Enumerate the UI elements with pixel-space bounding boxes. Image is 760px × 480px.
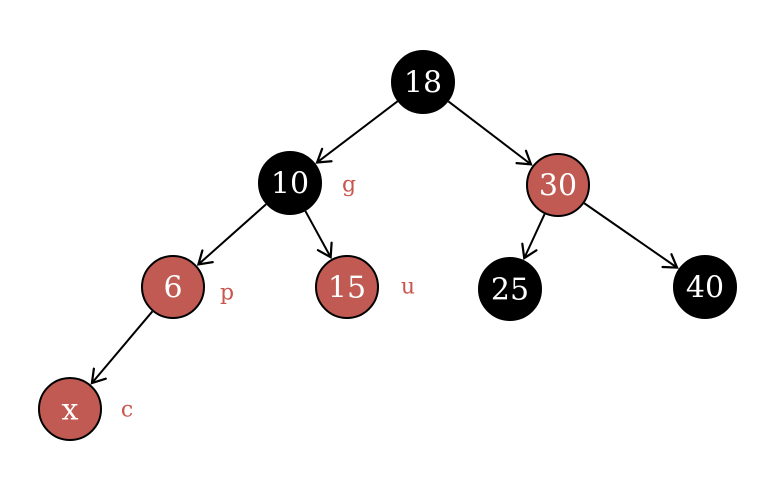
node-circle-red [141, 255, 205, 319]
node-circle-red [526, 153, 590, 217]
tree-node-15: 15 [315, 255, 379, 319]
node-value-label: 40 [686, 271, 724, 306]
node-value-label: 30 [539, 169, 577, 204]
tree-node-10: 10 [258, 151, 322, 215]
node-value-label: x [62, 393, 79, 428]
edge-n30-to-n25 [521, 213, 546, 261]
edge-n6-to-nx [90, 310, 154, 385]
tree-node-25: 25 [478, 257, 542, 321]
edges-layer [90, 100, 679, 385]
node-circle-black [391, 50, 455, 114]
node-circle-red [315, 255, 379, 319]
node-circle-black [258, 151, 322, 215]
node-value-label: 18 [404, 66, 442, 101]
tree-node-6: 6 [141, 255, 205, 319]
node-value-label: 15 [328, 271, 366, 306]
tree-node-x: x [38, 377, 102, 441]
node-value-label: 6 [163, 271, 182, 306]
edge-n10-to-n6 [196, 203, 267, 266]
tree-node-40: 40 [673, 255, 737, 319]
node-circle-red [38, 377, 102, 441]
node-value-label: 10 [271, 167, 309, 202]
node-value-label: 25 [491, 273, 529, 308]
edge-n30-to-n40 [583, 202, 679, 269]
edge-n18-to-n30 [447, 100, 533, 166]
annotation-p: p [220, 281, 234, 306]
nodes-layer: 18 10 30 6 15 25 40 x [38, 50, 737, 441]
tree-node-18: 18 [391, 50, 455, 114]
annotations-layer: g p u c [121, 173, 415, 423]
node-circle-black [478, 257, 542, 321]
annotation-c: c [121, 398, 133, 423]
annotation-g: g [342, 173, 356, 198]
edge-n10-to-n15 [304, 210, 333, 259]
edge-n18-to-n10 [315, 100, 399, 164]
tree-node-30: 30 [526, 153, 590, 217]
node-circle-black [673, 255, 737, 319]
annotation-u: u [401, 275, 415, 300]
